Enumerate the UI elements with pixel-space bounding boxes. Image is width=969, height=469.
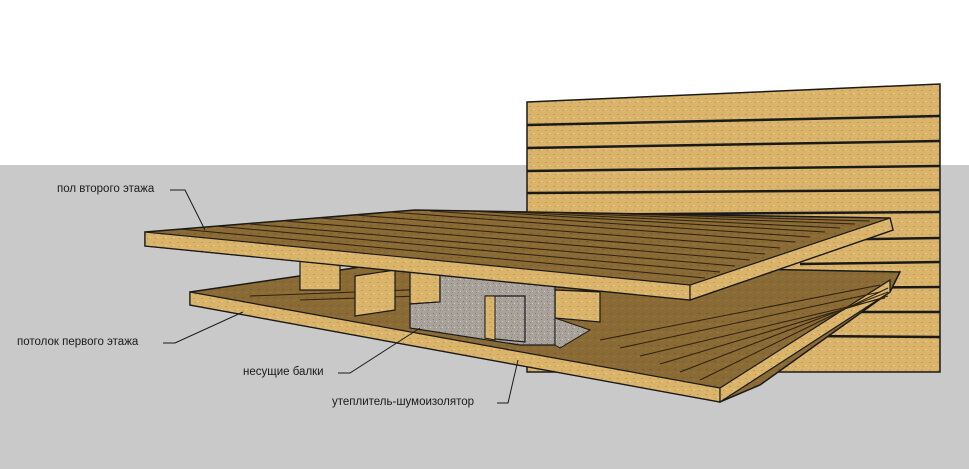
- label-bearing-beams: несущие балки: [243, 366, 324, 378]
- insulation-block: [409, 271, 592, 349]
- bearing-beams: [299, 257, 601, 323]
- label-insulation: утеплитель-шумоизолятор: [332, 396, 475, 408]
- label-second-floor: пол второго этажа: [57, 183, 155, 195]
- label-first-floor-ceiling: потолок первого этажа: [17, 336, 139, 348]
- second-floor-deck: [144, 209, 894, 301]
- leader-lines: [163, 189, 519, 404]
